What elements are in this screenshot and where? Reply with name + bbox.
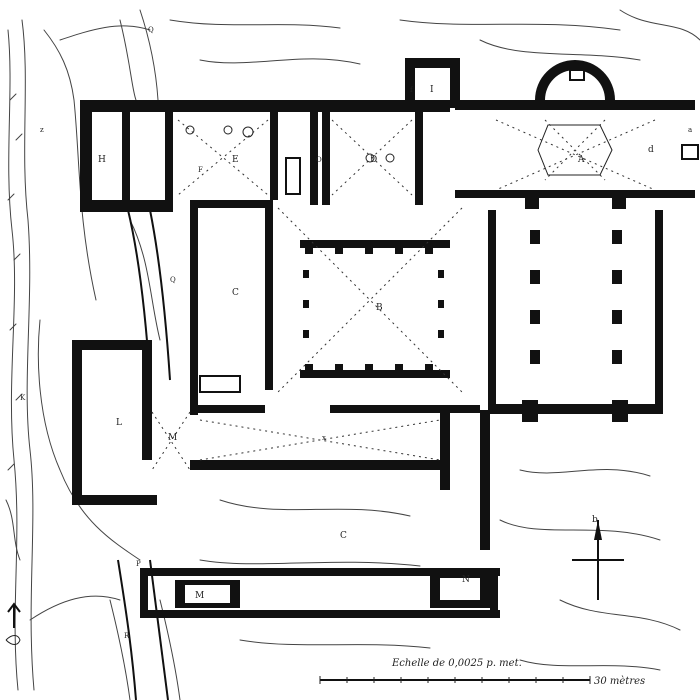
label-R: R [124, 632, 130, 640]
label-O: O [316, 156, 322, 164]
label-a: a [688, 126, 692, 134]
label-Q: Q [148, 26, 154, 34]
label-D: D [370, 155, 377, 165]
label-M2: M [195, 591, 204, 601]
label-P: P [136, 560, 141, 568]
scale-end-label: 30 mètres [594, 676, 645, 687]
label-b: b [592, 515, 598, 525]
label-f: f [410, 86, 414, 94]
church-piers [522, 195, 628, 422]
label-z: z [40, 126, 44, 134]
scale-caption: Echelle de 0,0025 p. met. [391, 658, 522, 669]
label-B: B [376, 303, 383, 313]
label-A: A [577, 155, 585, 165]
label-M: M [168, 433, 177, 443]
label-C2: C [340, 531, 347, 541]
compass-rose [572, 520, 624, 600]
walls [72, 58, 695, 618]
label-E: E [232, 155, 239, 165]
vault-ribs [151, 119, 656, 471]
small-structures [185, 69, 699, 393]
landscape-sketch [5, 9, 700, 700]
room-labels: A B C C D E F H I K L M M N O P Q Q R a … [20, 26, 692, 640]
label-d: d [648, 145, 654, 155]
label-H: H [98, 155, 106, 165]
label-L: L [116, 418, 122, 428]
margin-glyphs [5, 602, 21, 645]
label-C: C [232, 288, 239, 298]
label-Q2: Q [170, 276, 176, 284]
label-x: x [322, 434, 326, 442]
scale-bar: Echelle de 0,0025 p. met. 30 mètres [319, 658, 645, 687]
room-interiors [185, 578, 480, 603]
label-I: I [430, 85, 434, 95]
label-K: K [20, 394, 26, 402]
cloister-arcade [303, 248, 444, 370]
label-N: N [462, 575, 470, 585]
label-F: F [198, 166, 203, 174]
